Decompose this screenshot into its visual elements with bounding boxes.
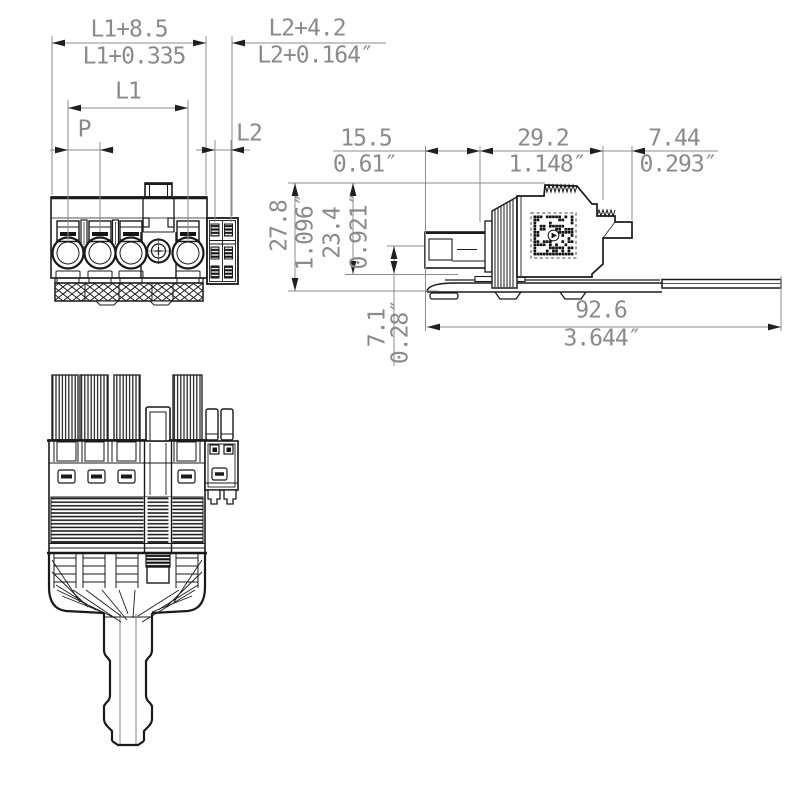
dim-pitch: P [77,116,92,143]
dim-aux-overall-imperial: L2+0.164″ [257,42,374,69]
strain-relief-strip [54,282,204,306]
play-icon [551,232,557,239]
dim-front-len-metric: 15.5 [340,125,392,152]
dim-latch-len-imperial: 0.293″ [639,151,717,178]
dim-aux-span: L2 [236,120,263,147]
cable-strain-relief [47,553,207,747]
dim-front-len-imperial: 0.61″ [332,151,398,178]
dim-body-height-imperial: 0.921″ [346,192,373,270]
front-view-dimensions [50,36,386,240]
dim-body-len-metric: 29.2 [517,125,569,152]
assembled-view [47,374,239,747]
ribbed-section [491,195,518,289]
side-view-dimensions [288,146,782,366]
datamatrix-code [530,212,577,259]
dim-front-overall-imperial: L1+0.335 [82,43,187,70]
dim-total-len-metric: 92.6 [575,297,627,324]
dim-aux-overall-metric: L2+4.2 [268,15,346,42]
dim-total-len-imperial: 3.644″ [563,325,641,352]
dim-body-len-imperial: 1.148″ [508,151,586,178]
wire-crimps [51,374,203,441]
aux-pins [205,408,234,441]
aux-attachment [204,440,239,505]
aux-contact-block [206,217,239,285]
mounting-strip [426,275,782,300]
side-view [424,183,782,300]
dim-height-metric: 27.8 [266,200,293,252]
clamp-rib-band [50,496,204,544]
dim-body-height-metric: 23.4 [319,207,346,259]
plug-nose [424,231,491,269]
dim-axis-offset-imperial: 0.28″ [387,299,414,365]
latch-channel [143,406,173,584]
dim-latch-len-metric: 7.44 [648,125,700,152]
dim-height-imperial: 1.096″ [292,193,319,271]
front-view [50,182,239,306]
dim-pole-span: L1 [115,78,142,105]
dim-front-overall-metric: L1+8.5 [90,16,168,43]
dim-axis-offset-metric: 7.1 [364,308,391,348]
lever-serration [544,183,578,194]
